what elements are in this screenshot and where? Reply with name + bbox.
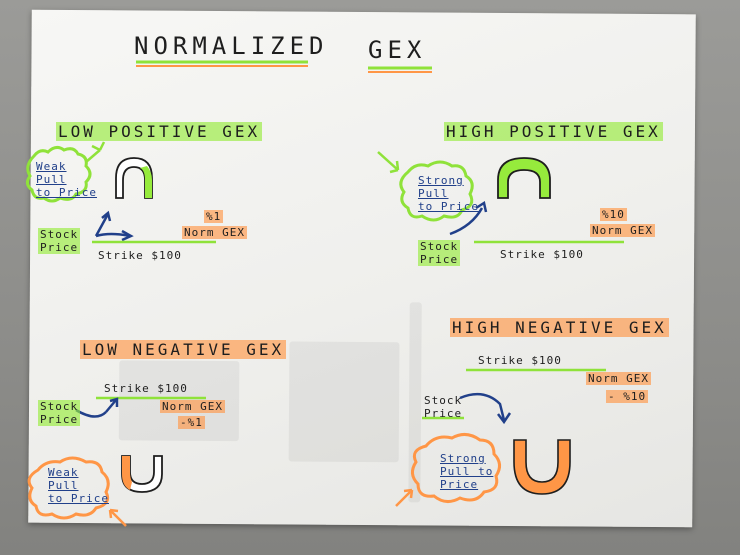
high-positive-arch: [497, 157, 551, 199]
low-positive-heading: LOW POSITIVE GEX: [56, 122, 263, 141]
indicator-arrow-green: [91, 144, 101, 152]
indicator-arrow-green: [395, 160, 400, 171]
high-positive-gex-value-text: %10: [600, 208, 627, 221]
indicator-arrow-orange: [108, 509, 113, 519]
weak-pull-cloud-green: [25, 145, 92, 203]
indicator-arrow-orange: [409, 489, 414, 499]
low-positive-gex-value: %1: [204, 210, 224, 223]
low-negative-gex-value: -%1: [178, 416, 205, 429]
high-negative-strike-label: Strike $100: [478, 354, 562, 367]
weak-pull-cloud-orange: [27, 456, 110, 520]
low-positive-gex-value-text: %1: [204, 210, 224, 223]
low-positive-pull-line-3: to Price: [36, 186, 97, 199]
high-positive-gex-label: Norm GEX: [590, 224, 655, 237]
high-negative-pull-line-3: Price: [440, 478, 479, 491]
low-negative-arrow: [75, 408, 107, 418]
high-positive-stock-line-1: Stock: [418, 240, 461, 253]
high-positive-stock-line-2: Price: [418, 253, 461, 266]
low-positive-gex-label-text: Norm GEX: [182, 226, 247, 239]
low-positive-pull-line-2: Pull: [36, 173, 67, 186]
low-positive-arrowhead-right: [121, 229, 134, 242]
low-positive-stock-label: Stock Price: [38, 228, 81, 254]
low-positive-pull-line-1: Weak: [36, 160, 67, 173]
low-negative-stock-line-2: Price: [38, 413, 81, 426]
indicator-arrow-green: [389, 168, 399, 174]
high-negative-heading-text: HIGH NEGATIVE GEX: [450, 318, 669, 337]
low-positive-stock-line-1: Stock: [38, 228, 81, 241]
high-negative-arrowhead: [497, 412, 512, 425]
high-negative-cup: [513, 439, 571, 495]
high-positive-pull-line-1: Strong: [418, 174, 464, 187]
low-negative-strike-label: Strike $100: [104, 382, 188, 395]
low-negative-gex-label-text: Norm GEX: [160, 400, 225, 413]
high-negative-stock-line-1: Stock: [424, 394, 463, 407]
high-negative-heading: HIGH NEGATIVE GEX: [450, 318, 669, 337]
high-negative-gex-value-text: - %10: [606, 390, 649, 403]
indicator-arrow-green: [85, 149, 101, 163]
high-positive-arrow: [449, 207, 484, 236]
low-positive-arch-fill: [140, 166, 152, 198]
low-negative-pull-text: Weak Pull to Price: [48, 466, 109, 505]
low-negative-pull-line-1: Weak: [48, 466, 79, 479]
high-positive-stock-label: Stock Price: [418, 240, 461, 266]
low-negative-gex-value-text: -%1: [178, 416, 205, 429]
low-positive-strike-label: Strike $100: [98, 249, 182, 262]
low-negative-heading-text: LOW NEGATIVE GEX: [80, 340, 287, 359]
high-negative-gex-value: - %10: [606, 390, 649, 403]
indicator-arrow-green: [377, 151, 399, 171]
indicator-arrow-orange: [403, 488, 413, 493]
low-negative-stock-line-1: Stock: [38, 400, 81, 413]
high-positive-heading: HIGH POSITIVE GEX: [444, 122, 663, 141]
indicator-arrow-orange: [395, 489, 413, 507]
low-negative-cup: [121, 455, 163, 493]
high-negative-pull-line-1: Strong: [440, 452, 486, 465]
low-positive-heading-text: LOW POSITIVE GEX: [56, 122, 263, 141]
high-positive-pull-text: Strong Pull to Price: [418, 174, 479, 213]
high-negative-stock-label: Stock Price: [424, 394, 462, 420]
high-negative-pull-text: Strong Pull to Price: [440, 452, 493, 491]
low-negative-arrowhead: [109, 397, 119, 407]
low-positive-gex-label: Norm GEX: [182, 226, 247, 239]
high-positive-pull-line-3: to Price: [418, 200, 479, 213]
low-positive-arrow-up: [94, 213, 110, 237]
low-positive-arrow: [95, 232, 131, 238]
high-negative-gex-label-text: Norm GEX: [586, 372, 651, 385]
low-negative-heading: LOW NEGATIVE GEX: [80, 340, 287, 359]
title-normalized: NORMALIZED: [134, 32, 329, 60]
strong-pull-cloud-green: [399, 160, 474, 222]
high-positive-gex-value: %10: [600, 208, 627, 221]
strong-pull-cloud-orange: [411, 433, 501, 503]
high-positive-heading-text: HIGH POSITIVE GEX: [444, 122, 663, 141]
low-negative-arrow-up: [105, 399, 117, 413]
high-negative-gex-label: Norm GEX: [586, 372, 651, 385]
title-gex: GEX: [368, 36, 427, 64]
low-negative-stock-label: Stock Price: [38, 400, 81, 426]
low-positive-pull-text: Weak Pull to Price: [36, 160, 97, 199]
high-positive-gex-label-text: Norm GEX: [590, 224, 655, 237]
low-positive-stock-line-2: Price: [38, 241, 81, 254]
indicator-arrow-orange: [109, 509, 127, 527]
low-negative-gex-label: Norm GEX: [160, 400, 225, 413]
low-negative-pull-line-2: Pull: [48, 479, 79, 492]
low-positive-arrowhead: [101, 210, 112, 222]
high-positive-arrowhead: [475, 201, 488, 213]
low-negative-pull-line-3: to Price: [48, 492, 109, 505]
high-negative-stock-line-2: Price: [424, 407, 463, 420]
high-positive-pull-line-2: Pull: [418, 187, 449, 200]
indicator-arrow-green: [98, 141, 106, 151]
high-negative-pull-line-2: Pull to: [440, 465, 494, 478]
high-negative-arrow: [459, 392, 506, 421]
high-positive-strike-label: Strike $100: [500, 248, 584, 261]
indicator-arrow-orange: [109, 508, 119, 513]
low-negative-cup-fill: [122, 456, 132, 490]
